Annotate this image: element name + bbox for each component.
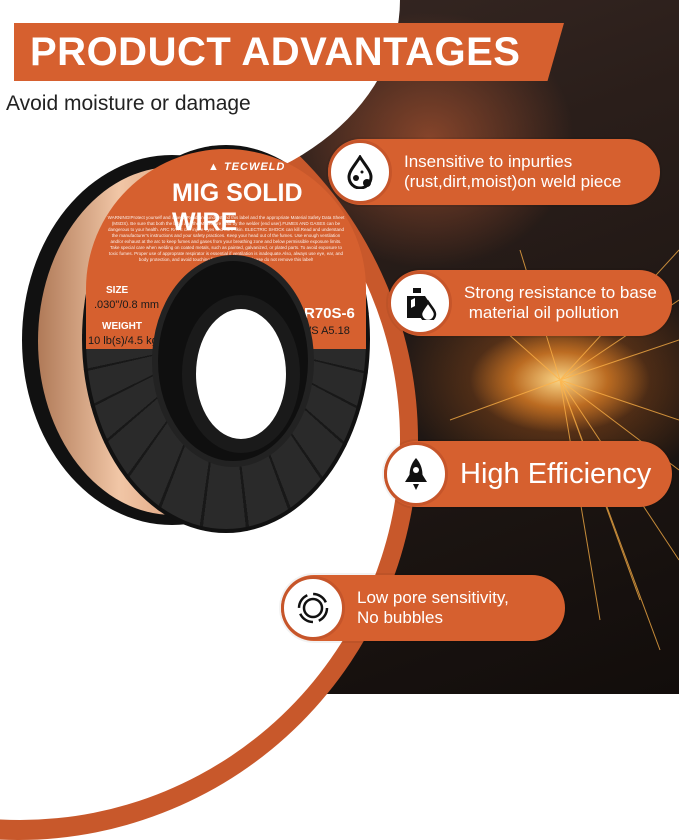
feature-text: Strong resistance to base material oil p… — [464, 283, 657, 323]
rocket-icon — [384, 442, 448, 506]
feature-text: Low pore sensitivity, No bubbles — [357, 588, 509, 628]
size-value: .030"/0.8 mm — [94, 299, 160, 311]
oil-can-icon — [388, 271, 452, 335]
brand-name: TECWELD — [223, 161, 286, 173]
feature-text-line2: (rust,dirt,moist)on weld piece — [404, 172, 622, 191]
wire-grade: ER70S-6 — [294, 305, 355, 322]
feature-text-line1: Strong resistance to base — [464, 283, 657, 302]
page-title: PRODUCT ADVANTAGES — [30, 30, 521, 74]
feature-text-line2: material oil pollution — [464, 303, 619, 322]
brand-logo: ▲ TECWELD — [208, 161, 285, 173]
droplet-impurities-icon — [328, 140, 392, 204]
feature-oil-resistance: Strong resistance to base material oil p… — [388, 270, 672, 336]
feature-text-line1: Insensitive to inpurties — [404, 152, 573, 171]
feature-high-efficiency: High Efficiency — [384, 441, 672, 507]
page-subtitle: Avoid moisture or damage — [6, 92, 251, 115]
spool-center-hole — [182, 295, 300, 453]
product-name: MIG SOLID WIRE — [172, 179, 303, 236]
feature-text-line1: High Efficiency — [460, 458, 652, 490]
bubble-rings-icon — [281, 576, 345, 640]
feature-low-pore: Low pore sensitivity, No bubbles — [281, 575, 565, 641]
feature-text-line2: No bubbles — [357, 608, 444, 627]
weight-label: WEIGHT — [102, 321, 142, 332]
brand-logo-icon: ▲ — [208, 161, 224, 173]
feature-text: High Efficiency — [460, 457, 651, 491]
size-label: SIZE — [106, 285, 129, 296]
title-banner — [14, 23, 564, 81]
feature-text-line1: Low pore sensitivity, — [357, 588, 509, 607]
weight-value: 10 lb(s)/4.5 kg — [88, 335, 158, 347]
feature-text: Insensitive to inpurties (rust,dirt,mois… — [404, 152, 621, 192]
feature-impurities: Insensitive to inpurties (rust,dirt,mois… — [328, 139, 660, 205]
wire-spool-image: ▲ TECWELD MIG SOLID WIRE WARNING!Protect… — [22, 145, 370, 533]
